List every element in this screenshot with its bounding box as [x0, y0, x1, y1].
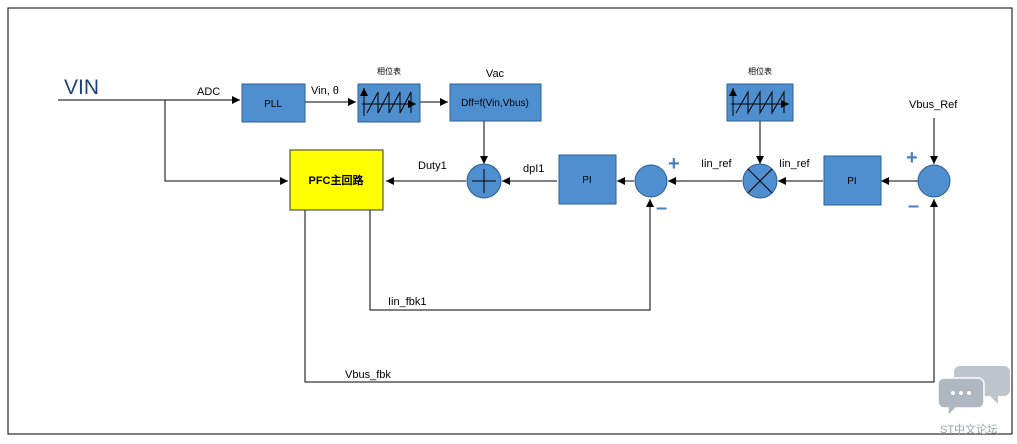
pi-block-current: [558, 154, 617, 205]
voltage-error-junction: [917, 164, 951, 198]
duty-label: Duty1: [418, 160, 447, 172]
vbus-ref-label: Vbus_Ref: [909, 99, 958, 111]
pfc-label: PFC主回路: [309, 173, 365, 187]
adc-label: ADC: [197, 86, 220, 98]
current-error-junction: [634, 164, 668, 198]
minus-sign-1: –: [656, 197, 667, 219]
pi-block-voltage: [823, 155, 882, 206]
pi-label-1: PI: [582, 175, 591, 186]
dff-block: [449, 83, 542, 122]
vin-label: VIN: [64, 76, 99, 99]
vin-to-pfc-line: [164, 100, 288, 185]
plus-sign-1: +: [668, 153, 680, 175]
iin-feedback-line: [369, 199, 654, 311]
phase-table-block-1: [357, 83, 421, 123]
minus-sign-2: –: [908, 195, 919, 217]
signal-lines: [58, 96, 938, 383]
watermark-logo-icon: [937, 366, 1010, 418]
watermark-text: ST中文论坛: [940, 422, 998, 436]
iin-ref-label-2: Iin_ref: [779, 158, 811, 170]
pll-label: PLL: [264, 99, 282, 110]
pi-label-2: PI: [847, 176, 856, 187]
multiplier-junction: [742, 163, 778, 199]
dpi-label: dpI1: [523, 163, 544, 175]
sum-junction: [466, 163, 502, 199]
pll-block: [241, 83, 306, 123]
iin-ref-label-1: Iin_ref: [701, 158, 733, 170]
dff-label: Dff=f(Vin,Vbus): [461, 98, 529, 109]
diagram-frame: [7, 7, 1013, 435]
pfc-block: [289, 149, 384, 211]
iin-fbk-label: Iin_fbk1: [388, 296, 427, 308]
vin-theta-label: Vin, θ: [311, 85, 339, 97]
phase-table-label-1: 相位表: [377, 66, 401, 76]
phase-table-block-2: [726, 83, 794, 122]
vbus-feedback-line: [304, 199, 938, 383]
vac-label: Vac: [486, 68, 505, 80]
plus-sign-2: +: [906, 147, 918, 169]
phase-table-label-2: 相位表: [748, 66, 772, 76]
vbus-fbk-label: Vbus_fbk: [345, 369, 391, 381]
